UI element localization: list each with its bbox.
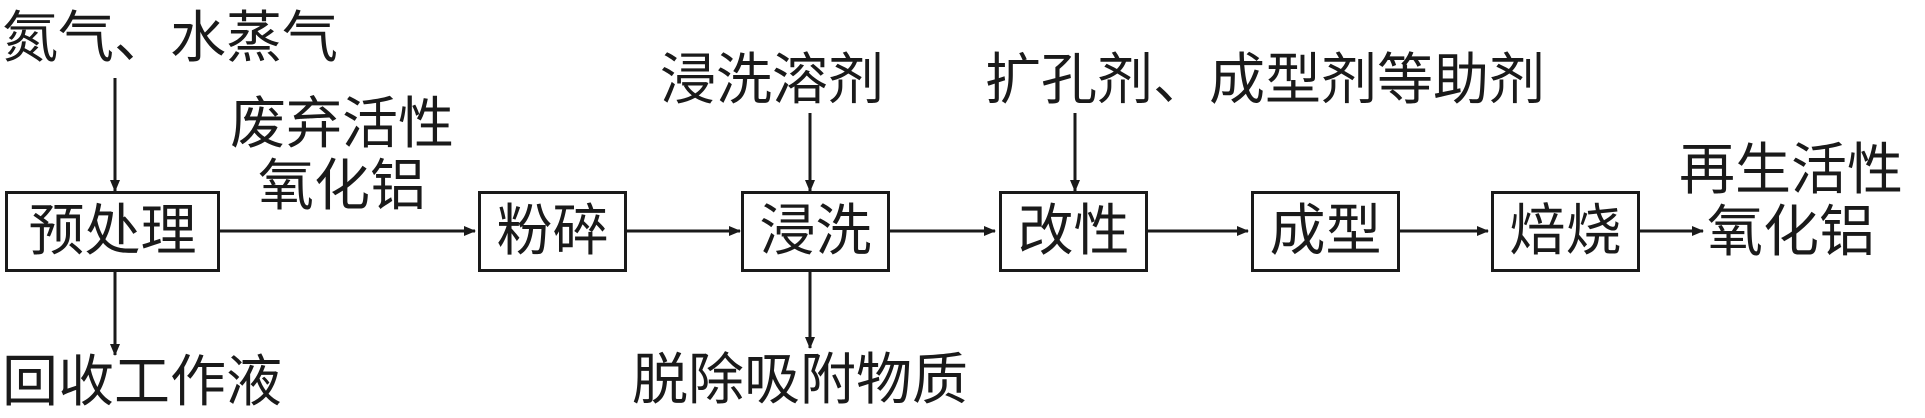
step-forming-label: 成型 — [1269, 198, 1382, 264]
step-roasting: 焙烧 — [1491, 191, 1640, 272]
step-modification-label: 改性 — [1017, 198, 1130, 264]
input-leaching-solvent-label: 浸洗溶剂 — [660, 48, 884, 113]
step-pretreatment: 预处理 — [5, 191, 220, 272]
output-recovered-liquid-label: 回收工作液 — [2, 350, 282, 415]
input-additives-label: 扩孔剂、成型剂等助剂 — [985, 48, 1545, 113]
step-leaching: 浸洗 — [741, 191, 890, 272]
step-crushing-label: 粉碎 — [496, 198, 609, 264]
step-forming: 成型 — [1251, 191, 1400, 272]
step-pretreatment-label: 预处理 — [28, 198, 197, 264]
input-waste-alumina-line2: 氧化铝 — [258, 154, 426, 219]
output-regenerated-alumina-label: 再生活性 氧化铝 — [1660, 140, 1922, 264]
step-crushing: 粉碎 — [478, 191, 627, 272]
step-leaching-label: 浸洗 — [759, 198, 872, 264]
input-waste-alumina-line1: 废弃活性 — [230, 92, 454, 157]
output-removed-adsorbates-label: 脱除吸附物质 — [632, 348, 968, 413]
input-gases-label: 氮气、水蒸气 — [2, 6, 338, 71]
step-modification: 改性 — [999, 191, 1148, 272]
input-waste-alumina-label: 废弃活性 氧化铝 — [212, 94, 472, 218]
output-regenerated-line2: 氧化铝 — [1707, 200, 1875, 265]
step-roasting-label: 焙烧 — [1509, 198, 1622, 264]
output-regenerated-line1: 再生活性 — [1679, 138, 1903, 203]
